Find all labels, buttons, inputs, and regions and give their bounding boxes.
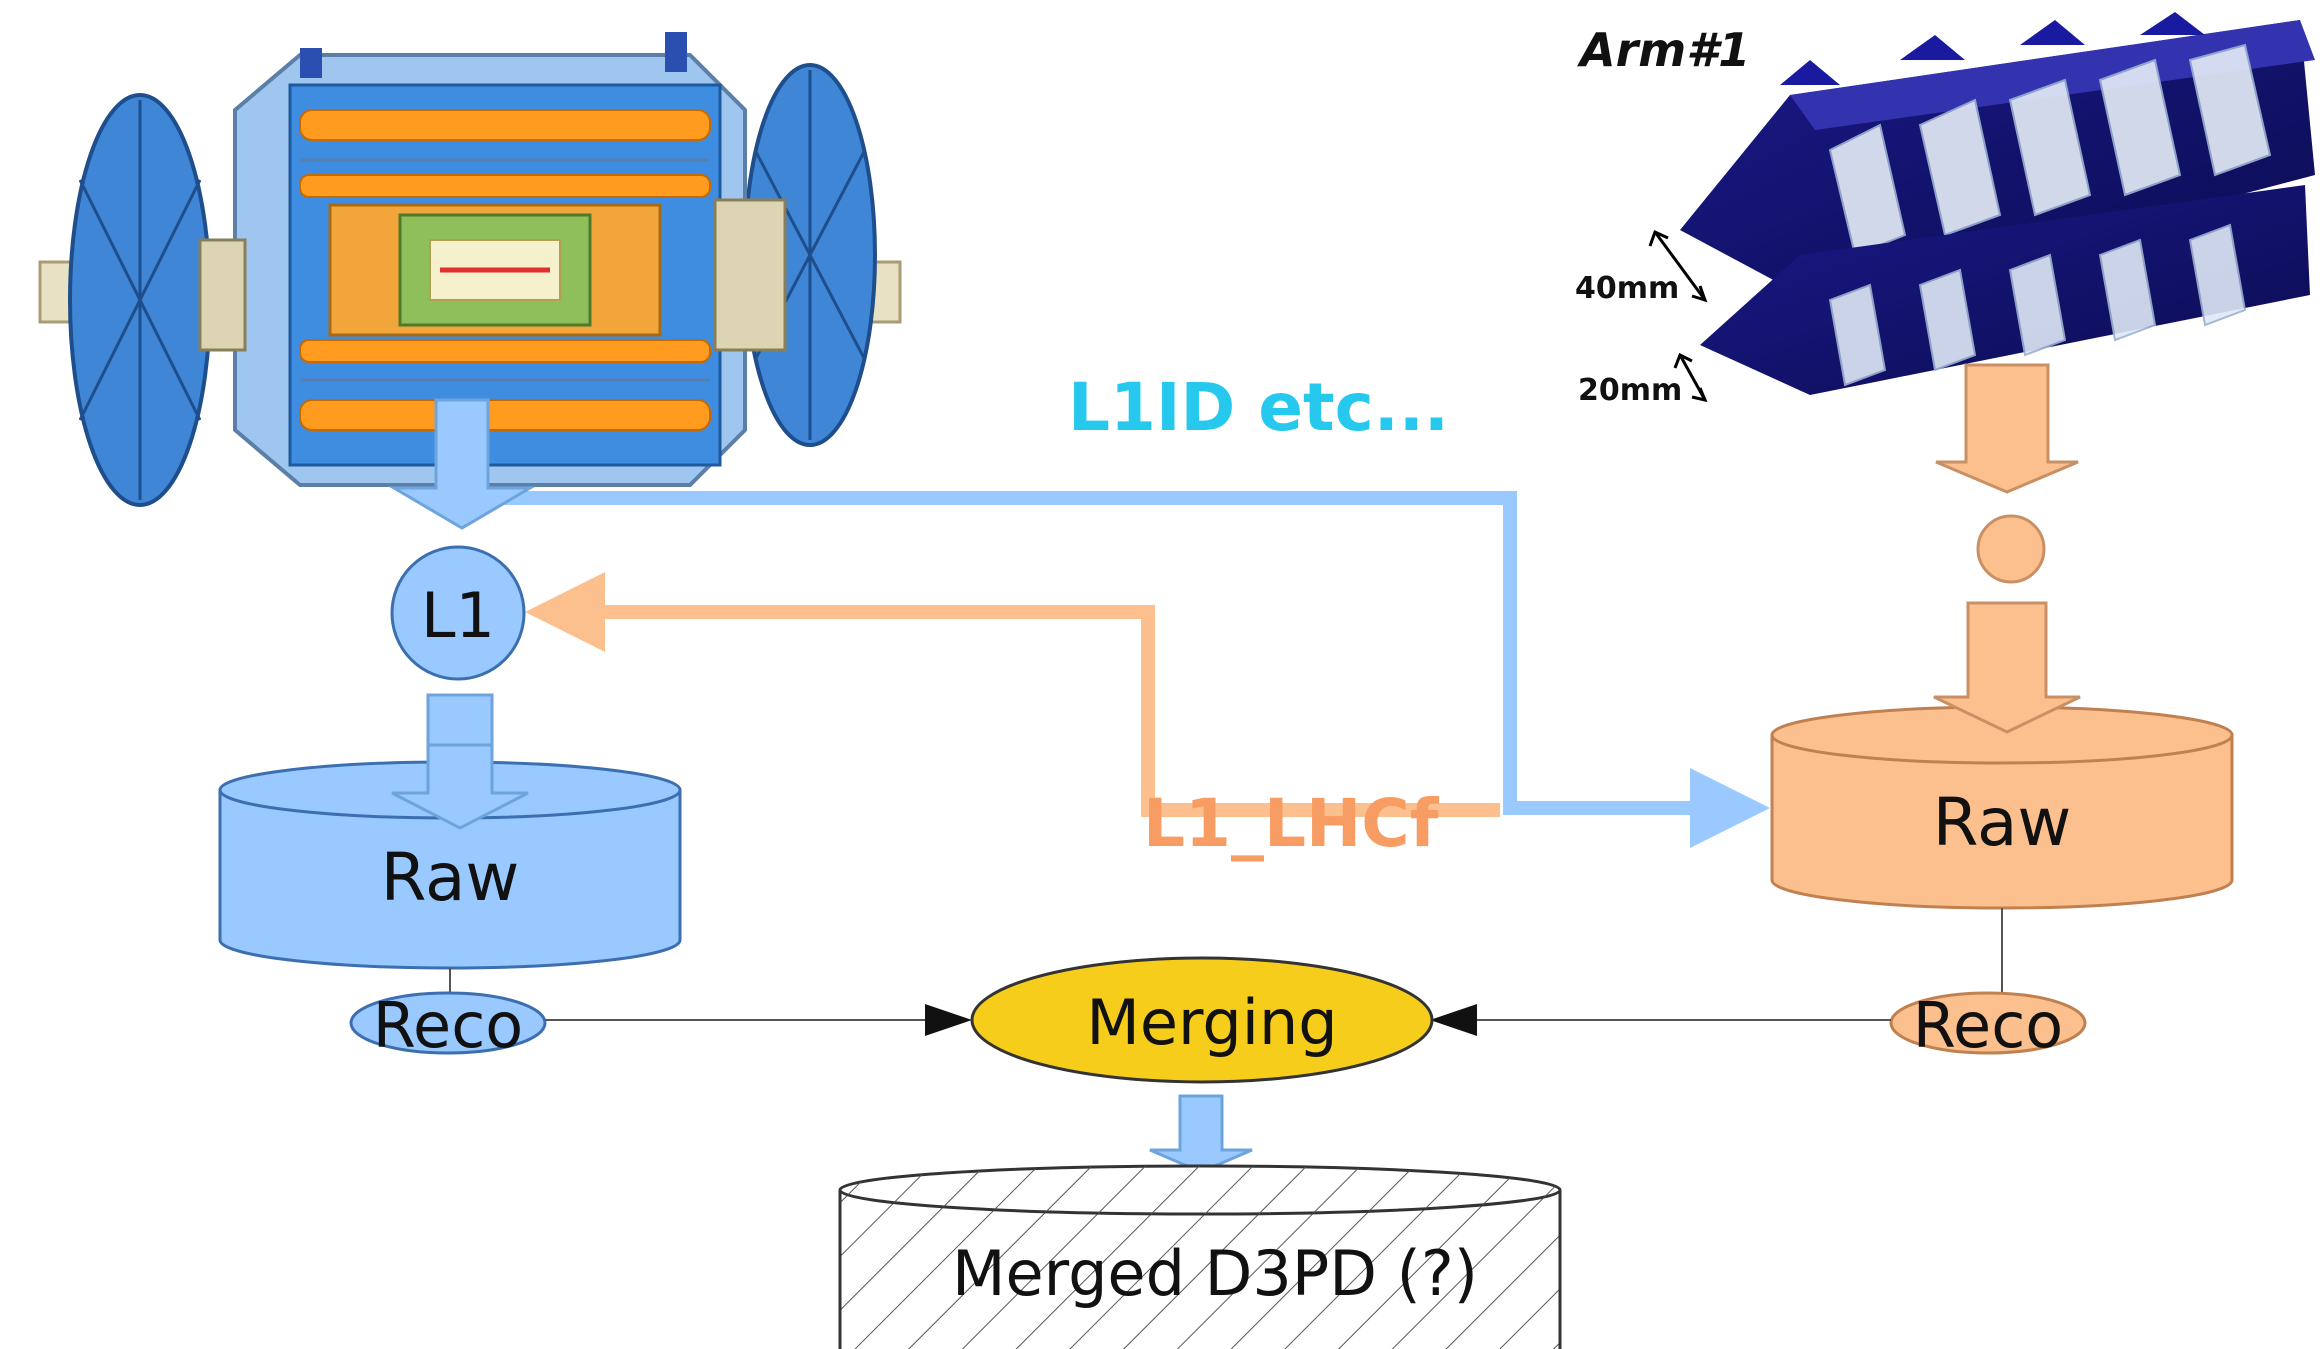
lhcf-reco-to-merging-arrowhead [1430,1004,1477,1036]
atlas-reco-label: Reco [373,989,523,1062]
lhcf-raw-storage: Raw [1770,601,2234,910]
lhcf-arm-title: Arm#1 [1577,23,1750,77]
lhcf-arm1-calorimeter-icon: Arm#1 40mm 20mm [1575,12,2315,408]
l1-lhcf-signal-label: L1_LHCf [1143,785,1440,862]
l1-trigger-node [390,545,526,681]
atlas-reco-to-merging-arrowhead [925,1004,972,1036]
l1-label: L1 [421,579,495,652]
lhcf-reco-node [1889,991,2087,1055]
merged-output-label: Merged D3PD (?) [952,1237,1478,1310]
merged-output-storage: Merged D3PD (?) [838,1164,1562,1349]
lhcf-raw-label: Raw [1933,784,2072,861]
lhcf-to-node-arrow [1935,363,2079,494]
l1id-signal-line [465,491,1700,815]
l1-lhcf-trigger-line [580,605,1500,817]
l1id-arrowhead [1690,768,1770,848]
atlas-detector-icon [38,32,902,507]
lhcf-trigger-node [1976,514,2046,584]
atlas-raw-label: Raw [381,839,520,916]
atlas-raw-storage: Raw [218,743,682,970]
merging-node [970,956,1434,1084]
merging-to-output-arrow [1149,1094,1253,1174]
merging-label: Merging [1086,986,1337,1059]
atlas-reco-node [349,991,547,1055]
dimension-40mm-label: 40mm [1575,271,1679,306]
dimension-20mm-label: 20mm [1578,373,1682,408]
node-to-raw-arrow [1933,601,2081,734]
lhcf-reco-label: Reco [1913,989,2063,1062]
atlas-to-l1-arrow [388,398,536,530]
l1id-signal-label: L1ID etc... [1068,369,1449,446]
l1-lhcf-arrowhead [525,572,605,652]
